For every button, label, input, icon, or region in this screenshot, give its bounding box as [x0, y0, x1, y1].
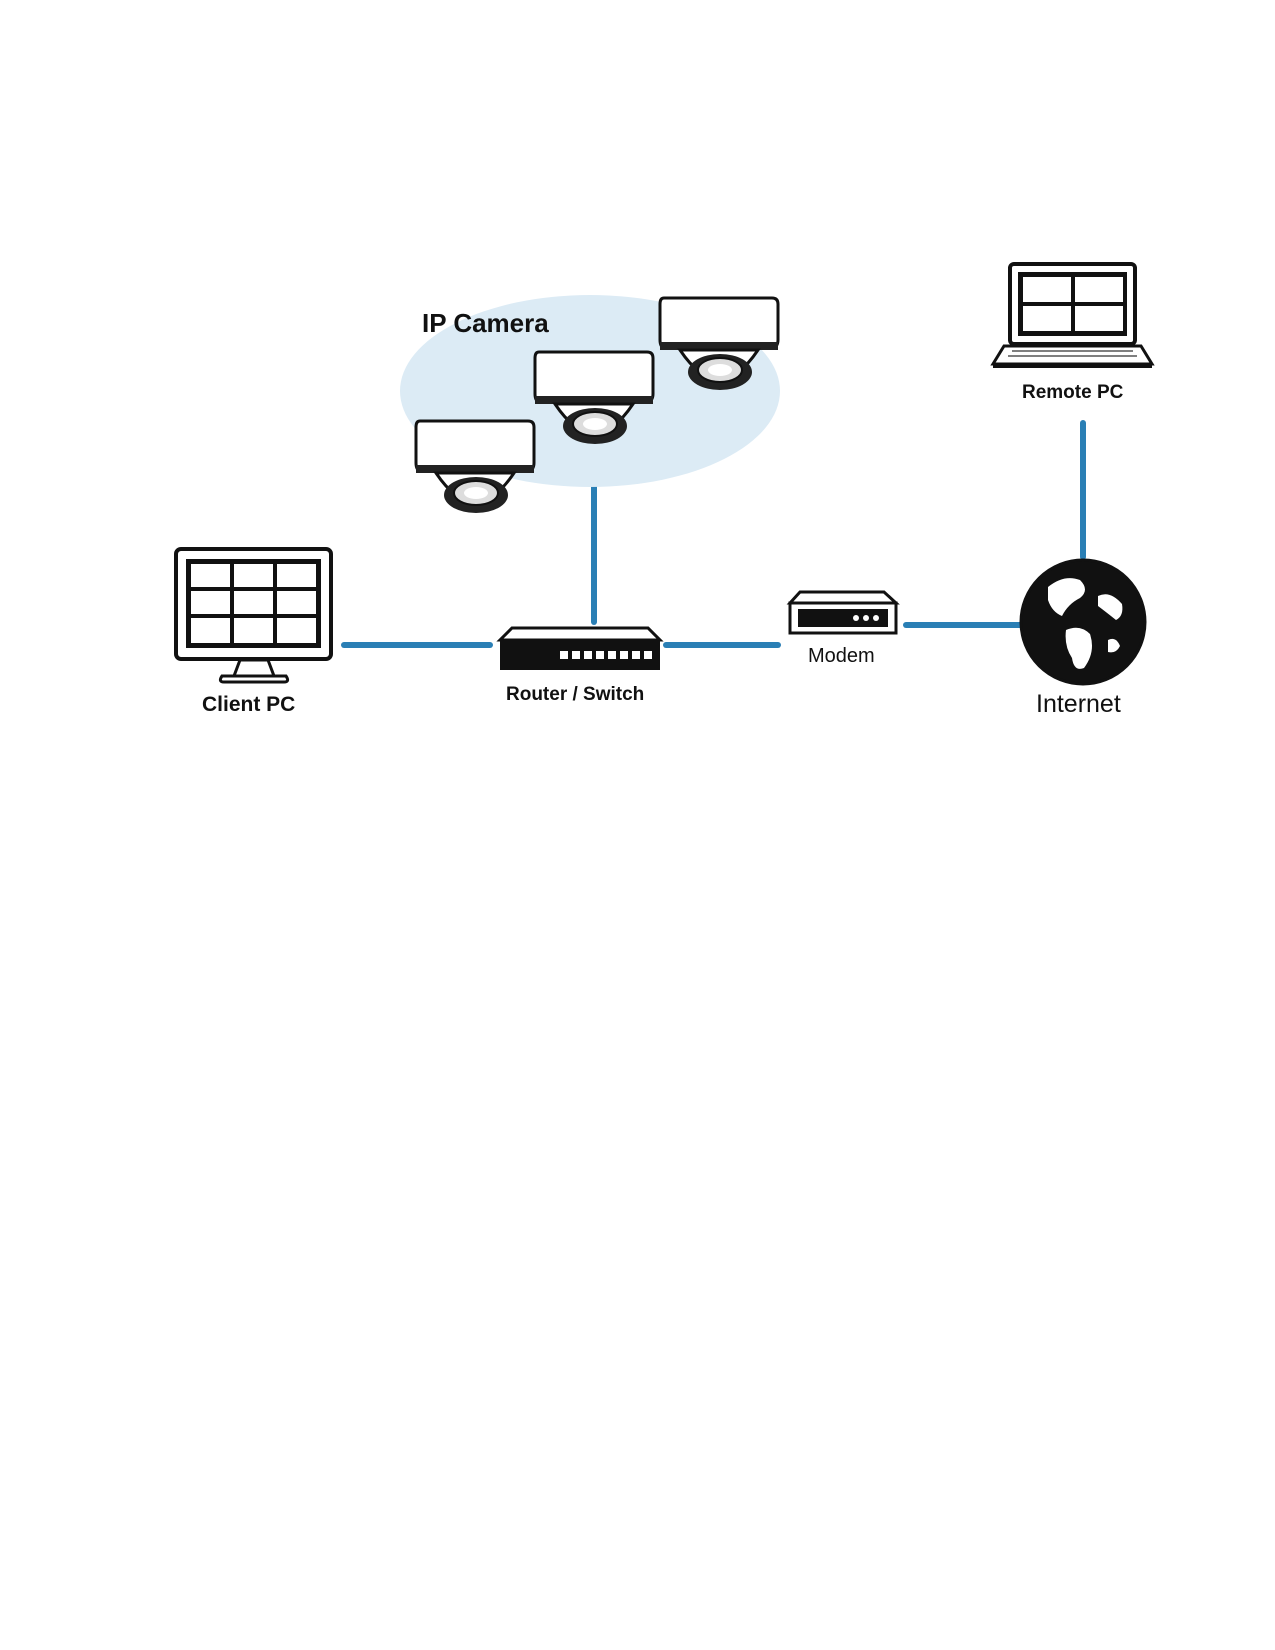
ip-camera-label: IP Camera: [422, 308, 549, 338]
monitor-icon: [174, 547, 333, 684]
laptop-icon: [990, 262, 1155, 368]
remote-pc-label: Remote PC: [1022, 382, 1124, 403]
router-switch-label: Router / Switch: [506, 684, 645, 705]
dome-camera-icon: [414, 419, 536, 513]
modem-label: Modem: [808, 645, 875, 667]
modem-icon: [786, 590, 900, 635]
dome-camera-icon: [658, 296, 780, 390]
dome-camera-icon: [533, 350, 655, 444]
internet-label: Internet: [1036, 690, 1121, 718]
router-icon: [496, 626, 664, 670]
client-pc-label: Client PC: [202, 693, 296, 716]
globe-icon: [1019, 558, 1147, 686]
connection-links: [341, 420, 1086, 648]
